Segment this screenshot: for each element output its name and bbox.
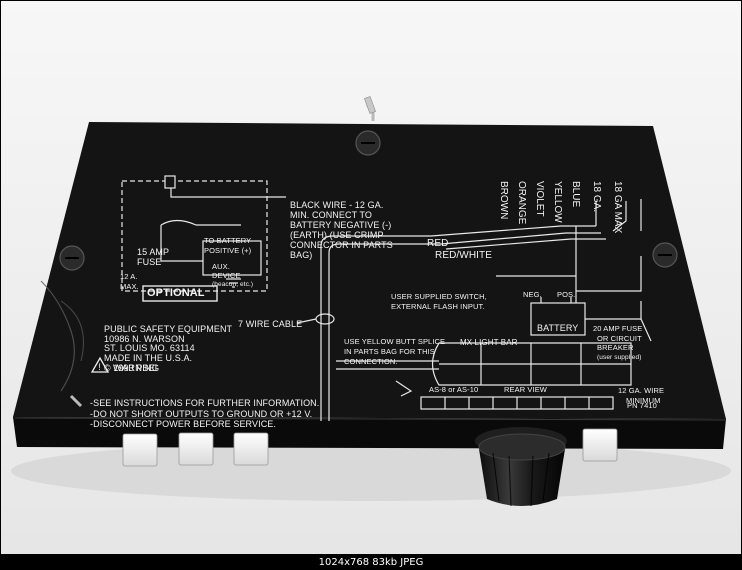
image-caption: 1024x768 83kb JPEG <box>0 555 742 570</box>
wire-color-brown: BROWN <box>498 181 509 220</box>
part-number: PN 7410 <box>627 401 657 410</box>
warning-title: WARNING <box>113 363 160 374</box>
max-label: 12 A.MAX. <box>120 272 139 291</box>
neg-label: NEG. <box>523 290 542 299</box>
front-button-1[interactable] <box>122 433 158 467</box>
wire-color-yellow: YELLOW <box>552 181 563 223</box>
wire-color-violet: VIOLET <box>534 181 545 217</box>
wire-gauge-18: 18 GA. <box>591 181 602 213</box>
as-label: AS-8 or AS-10 <box>429 385 479 394</box>
light-bar-label: MX LIGHT BAR <box>460 338 518 347</box>
front-button-4[interactable] <box>582 428 618 462</box>
user-switch-label: USER SUPPLIED SWITCH,EXTERNAL FLASH INPU… <box>391 292 487 311</box>
warning-icon: ! <box>90 356 110 373</box>
control-knob[interactable] <box>475 427 567 507</box>
wire-color-blue: BLUE <box>570 181 581 208</box>
battery-label: BATTERY <box>537 323 579 333</box>
screw-top <box>355 130 381 156</box>
screw-left <box>59 245 85 271</box>
warning-list: -SEE INSTRUCTIONS FOR FURTHER INFORMATIO… <box>90 398 320 429</box>
red-white-label: RED/WHITE <box>435 250 493 261</box>
rear-view-label: REAR VIEW <box>504 385 547 394</box>
device-photo: ! <box>1 1 741 554</box>
svg-text:!: ! <box>98 362 101 372</box>
top-wire <box>364 96 376 121</box>
wiring-diagram <box>121 175 652 421</box>
red-label: RED <box>427 238 449 249</box>
screw-right <box>652 242 678 268</box>
front-button-2[interactable] <box>178 432 214 466</box>
wire-color-orange: ORANGE <box>516 181 527 225</box>
optional-label: OPTIONAL <box>147 287 205 299</box>
aux-device-label: AUX.DEVICE(beacon, etc.) <box>212 262 254 288</box>
front-button-3[interactable] <box>233 432 269 466</box>
seven-wire-cable-label: 7 WIRE CABLE <box>238 319 303 329</box>
pos-label: POS. <box>557 290 576 299</box>
wire-gauge-18-max: 18 GA MAX <box>612 181 623 234</box>
